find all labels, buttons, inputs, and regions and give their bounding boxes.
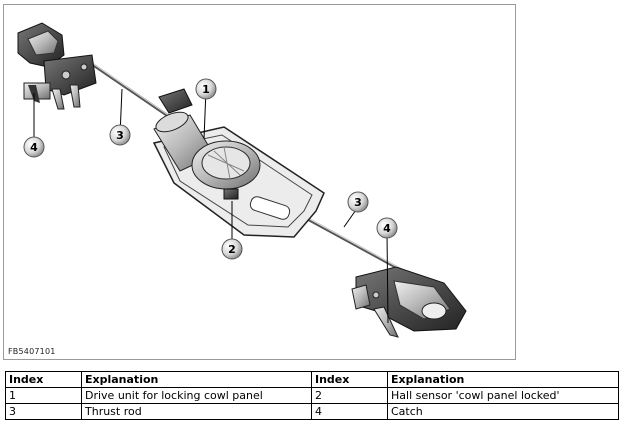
legend-table: Index Explanation Index Explanation 1 Dr… xyxy=(5,371,619,420)
callout-4-left: 4 xyxy=(23,136,45,158)
thrust-rod-left xyxy=(85,58,175,122)
drive-unit-drawing: 1 2 3 3 4 4 xyxy=(17,22,467,338)
technical-illustration: 1 2 3 3 4 4 FB5407101 xyxy=(3,4,516,360)
header-index: Index xyxy=(5,371,82,388)
index-cell: 1 xyxy=(5,387,82,404)
callout-1: 1 xyxy=(195,78,217,100)
table-row: 3 Thrust rod 4 Catch xyxy=(5,403,619,420)
index-cell: 4 xyxy=(311,403,388,420)
svg-text:4: 4 xyxy=(383,222,391,235)
drive-unit xyxy=(152,88,325,238)
svg-text:1: 1 xyxy=(202,83,210,96)
table-row: 1 Drive unit for locking cowl panel 2 Ha… xyxy=(5,387,619,404)
figure-id: FB5407101 xyxy=(8,347,56,356)
header-explanation: Explanation xyxy=(387,371,619,388)
svg-text:4: 4 xyxy=(30,141,38,154)
catch-left xyxy=(17,22,97,110)
callout-4-right: 4 xyxy=(376,217,398,239)
callout-2: 2 xyxy=(221,238,243,260)
callout-3-left: 3 xyxy=(109,124,131,146)
svg-text:3: 3 xyxy=(116,129,124,142)
index-cell: 3 xyxy=(5,403,82,420)
explanation-cell: Drive unit for locking cowl panel xyxy=(81,387,312,404)
explanation-cell: Catch xyxy=(387,403,619,420)
header-index: Index xyxy=(311,371,388,388)
callout-3-right: 3 xyxy=(347,191,369,213)
legend-header-row: Index Explanation Index Explanation xyxy=(5,371,619,388)
svg-text:2: 2 xyxy=(228,243,236,256)
catch-right xyxy=(351,266,467,338)
svg-text:3: 3 xyxy=(354,196,362,209)
header-explanation: Explanation xyxy=(81,371,312,388)
explanation-cell: Thrust rod xyxy=(81,403,312,420)
index-cell: 2 xyxy=(311,387,388,404)
explanation-cell: Hall sensor 'cowl panel locked' xyxy=(387,387,619,404)
